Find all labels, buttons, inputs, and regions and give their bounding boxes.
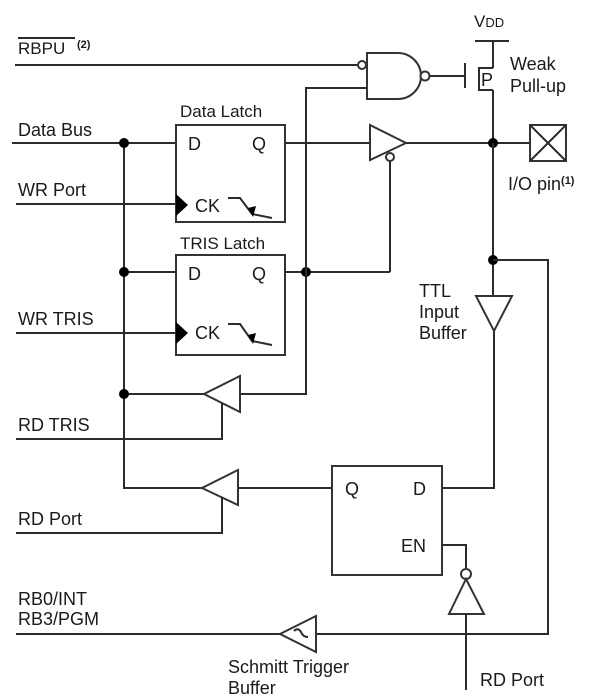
nand-input-bubble [357,60,367,70]
schmitt-label-2: Buffer [228,678,276,698]
nand-gate [357,52,465,100]
rd-port-buffer-body [199,468,239,507]
schmitt-buffer-body [277,614,317,654]
rd-tris-buffer: RD TRIS [16,374,241,440]
weak-pullup-label-1: Weak [510,54,557,74]
input-latch-box [331,465,443,576]
rd-port-left-label: RD Port [18,509,82,529]
en-inverter: RD Port [447,568,544,690]
schmitt-feed-wire [470,259,549,635]
pmos-channel [478,67,493,91]
tris-latch-q: Q [252,264,266,284]
junction [119,138,129,148]
rb3-label: RB3/PGM [18,609,99,629]
wr-port-signal: WR Port [16,180,176,205]
output-enable-bubble [385,152,395,162]
schmitt-trigger-buffer: RB0/INT RB3/PGM Schmitt Trigger Buffer [16,589,470,698]
output-tristate-buffer [369,123,530,272]
wr-tris-label: WR TRIS [18,309,94,329]
input-latch-en: EN [401,536,426,556]
rb0-label: RB0/INT [18,589,87,609]
tris-latch-box [175,254,286,356]
pmos-type-label: P [481,70,493,90]
rd-port-buffer: RD Port [16,468,332,534]
wr-tris-signal: WR TRIS [16,309,176,334]
ttl-label-3: Buffer [419,323,467,343]
rbpu-signal: RBPU (2) [15,37,358,66]
data-latch-q: Q [252,134,266,154]
falling-edge-icon [228,323,273,346]
io-pin: I/O pin(1) [488,124,575,194]
tris-latch-ck: CK [195,323,220,343]
tris-latch-d: D [188,264,201,284]
rd-tris-label: RD TRIS [18,415,90,435]
input-latch: Q D EN [331,465,467,576]
input-latch-q: Q [345,479,359,499]
ttl-label-2: Input [419,302,459,322]
tris-feedback-wire [240,87,367,395]
nand-output-bubble [419,70,431,82]
ttl-buffer-body [474,295,514,334]
wr-port-label: WR Port [18,180,86,200]
data-latch-box [175,124,286,223]
input-latch-d: D [413,479,426,499]
inverter-body [447,576,486,615]
tris-latch-title: TRIS Latch [180,234,265,253]
ttl-label-1: TTL [419,281,451,301]
tris-latch: TRIS Latch D Q CK [175,234,286,356]
output-buffer-body [369,123,409,162]
data-latch-title: Data Latch [180,102,262,121]
ttl-input-buffer: TTL Input Buffer [419,143,549,635]
io-pin-label: I/O pin(1) [508,174,575,194]
vdd-supply: VDD [474,12,509,42]
falling-edge-icon [228,197,273,219]
data-latch-ck: CK [195,196,220,216]
nand-body [366,52,422,100]
data-bus-label: Data Bus [18,120,92,140]
data-latch: Data Latch D Q CK [175,102,286,223]
clock-edge-icon [176,322,188,344]
weak-pullup-label-2: Pull-up [510,76,566,96]
rd-port-left-wire [16,497,223,534]
junction [119,389,129,399]
junction [119,267,129,277]
data-bus-signal: Data Bus [12,120,176,487]
rbpu-note: (2) [77,39,91,51]
schmitt-label-1: Schmitt Trigger [228,657,349,677]
hysteresis-icon [293,628,309,638]
clock-edge-icon [176,194,188,216]
pmos-pullup: P Weak Pull-up [464,41,566,143]
data-latch-d: D [188,134,201,154]
rd-port-bottom-label: RD Port [480,670,544,690]
rbpu-label: RBPU [18,39,65,58]
rd-tris-wire [16,403,223,440]
vdd-label: VDD [474,12,504,31]
